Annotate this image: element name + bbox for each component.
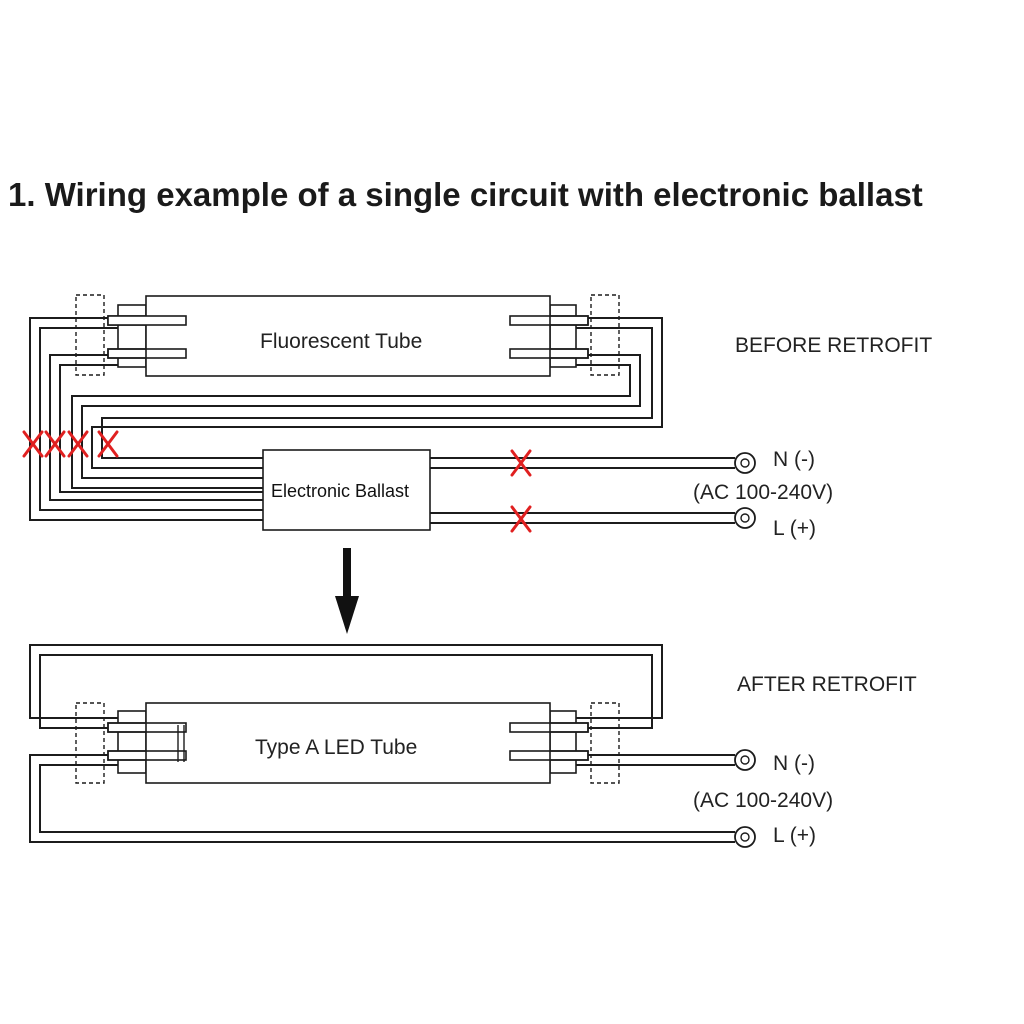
led-endcap-right	[549, 710, 577, 774]
terminal-l-after	[734, 826, 756, 848]
fluorescent-tube	[145, 295, 551, 377]
after-retrofit-section: Type A LED Tube AFTER RETROFIT N (-) (AC…	[29, 644, 917, 848]
terminal-n-before	[734, 452, 756, 474]
down-arrow-icon	[335, 548, 359, 634]
supply-label-after: (AC 100-240V)	[693, 789, 833, 812]
supply-wires-before	[430, 457, 735, 524]
ballast-wires	[29, 317, 663, 521]
neutral-label-after: N (-)	[773, 752, 815, 775]
electronic-ballast-label: Electronic Ballast	[271, 481, 409, 501]
terminal-n-after	[734, 749, 756, 771]
electronic-ballast	[262, 449, 431, 531]
led-tube-label: Type A LED Tube	[255, 736, 417, 759]
live-label-after: L (+)	[773, 824, 816, 847]
before-retrofit-section: Fluorescent Tube Electronic Ballast	[22, 294, 932, 540]
terminal-l-before	[734, 507, 756, 529]
lampholder-left-after	[75, 702, 105, 784]
neutral-label-before: N (-)	[773, 448, 815, 471]
led-endcap-left	[117, 710, 147, 774]
supply-label-before: (AC 100-240V)	[693, 481, 833, 504]
lampholder-right-after	[590, 702, 620, 784]
cut-marks-supply	[510, 449, 532, 533]
diagram-title: 1. Wiring example of a single circuit wi…	[8, 176, 923, 213]
fluorescent-tube-label: Fluorescent Tube	[260, 330, 422, 353]
lampholder-left	[75, 294, 105, 376]
lampholder-right	[590, 294, 620, 376]
led-tube	[145, 702, 551, 784]
before-retrofit-heading: BEFORE RETROFIT	[735, 334, 932, 357]
led-wires	[29, 644, 735, 843]
cut-marks-wires	[22, 430, 119, 458]
after-retrofit-heading: AFTER RETROFIT	[737, 673, 917, 696]
live-label-before: L (+)	[773, 517, 816, 540]
